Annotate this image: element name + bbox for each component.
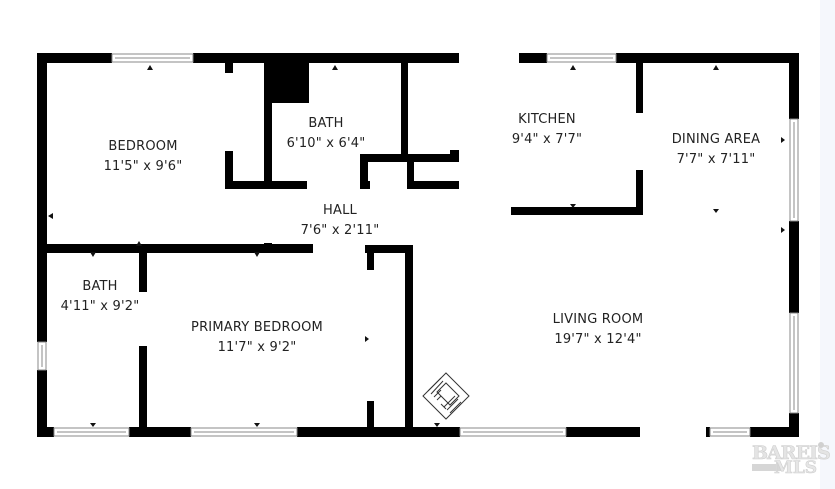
room-living-room: LIVING ROOM 19'7" x 12'4" [553,310,644,350]
room-dimensions: 19'7" x 12'4" [554,332,642,347]
room-bath-lower: BATH 4'11" x 9'2" [61,277,140,317]
room-name: LIVING ROOM [552,312,644,327]
room-name: DINING AREA [671,132,761,147]
room-name: BEDROOM [108,139,178,154]
windows [37,53,799,437]
room-name: BATH [82,279,118,294]
watermark-bar [752,464,782,471]
mls-watermark: BAREIS MLS [752,442,831,479]
registered-icon [818,442,824,448]
room-dimensions: 6'10" x 6'4" [286,136,366,151]
room-name: PRIMARY BEDROOM [191,320,323,335]
room-dimensions: 9'4" x 7'7" [511,132,583,147]
dimension-markers [48,65,785,427]
room-dining-area: DINING AREA 7'7" x 7'11" [672,130,761,170]
room-name: KITCHEN [518,112,576,127]
room-dimensions: 4'11" x 9'2" [60,299,140,314]
stairs-icon [422,372,470,420]
watermark-sub: MLS [774,458,818,479]
watermark-brand: BAREIS [752,442,831,465]
room-bath-upper: BATH 6'10" x 6'4" [287,114,366,154]
walls [37,53,799,437]
room-primary-bedroom: PRIMARY BEDROOM 11'7" x 9'2" [191,318,323,358]
room-hall: HALL 7'6" x 2'11" [301,201,380,241]
room-dimensions: 7'7" x 7'11" [676,152,756,167]
page-edge-strip [820,0,835,489]
room-name: BATH [308,116,344,131]
room-dimensions: 11'5" x 9'6" [103,159,183,174]
room-name: HALL [323,203,357,218]
room-kitchen: KITCHEN 9'4" x 7'7" [512,110,582,150]
room-dimensions: 11'7" x 9'2" [217,340,297,355]
room-bedroom: BEDROOM 11'5" x 9'6" [104,137,183,177]
room-dimensions: 7'6" x 2'11" [300,223,380,238]
